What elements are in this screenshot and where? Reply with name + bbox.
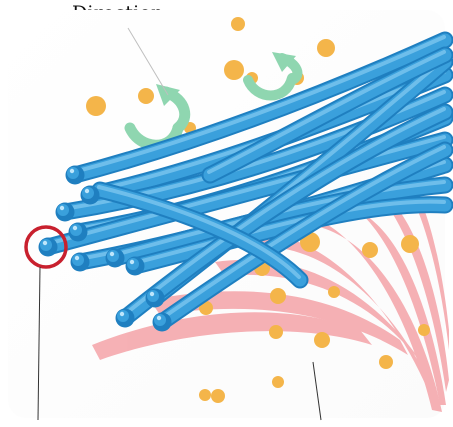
particle — [138, 88, 154, 104]
particle — [199, 389, 211, 401]
particle — [211, 389, 225, 403]
particle — [317, 39, 335, 57]
particle — [231, 17, 245, 31]
particle — [314, 332, 330, 348]
particle — [272, 376, 284, 388]
particle — [224, 60, 244, 80]
particle — [328, 286, 340, 298]
particle — [379, 355, 393, 369]
particle — [269, 325, 283, 339]
particle — [401, 235, 419, 253]
particle — [362, 242, 378, 258]
particle — [270, 288, 286, 304]
particle — [86, 96, 106, 116]
particle — [418, 324, 430, 336]
